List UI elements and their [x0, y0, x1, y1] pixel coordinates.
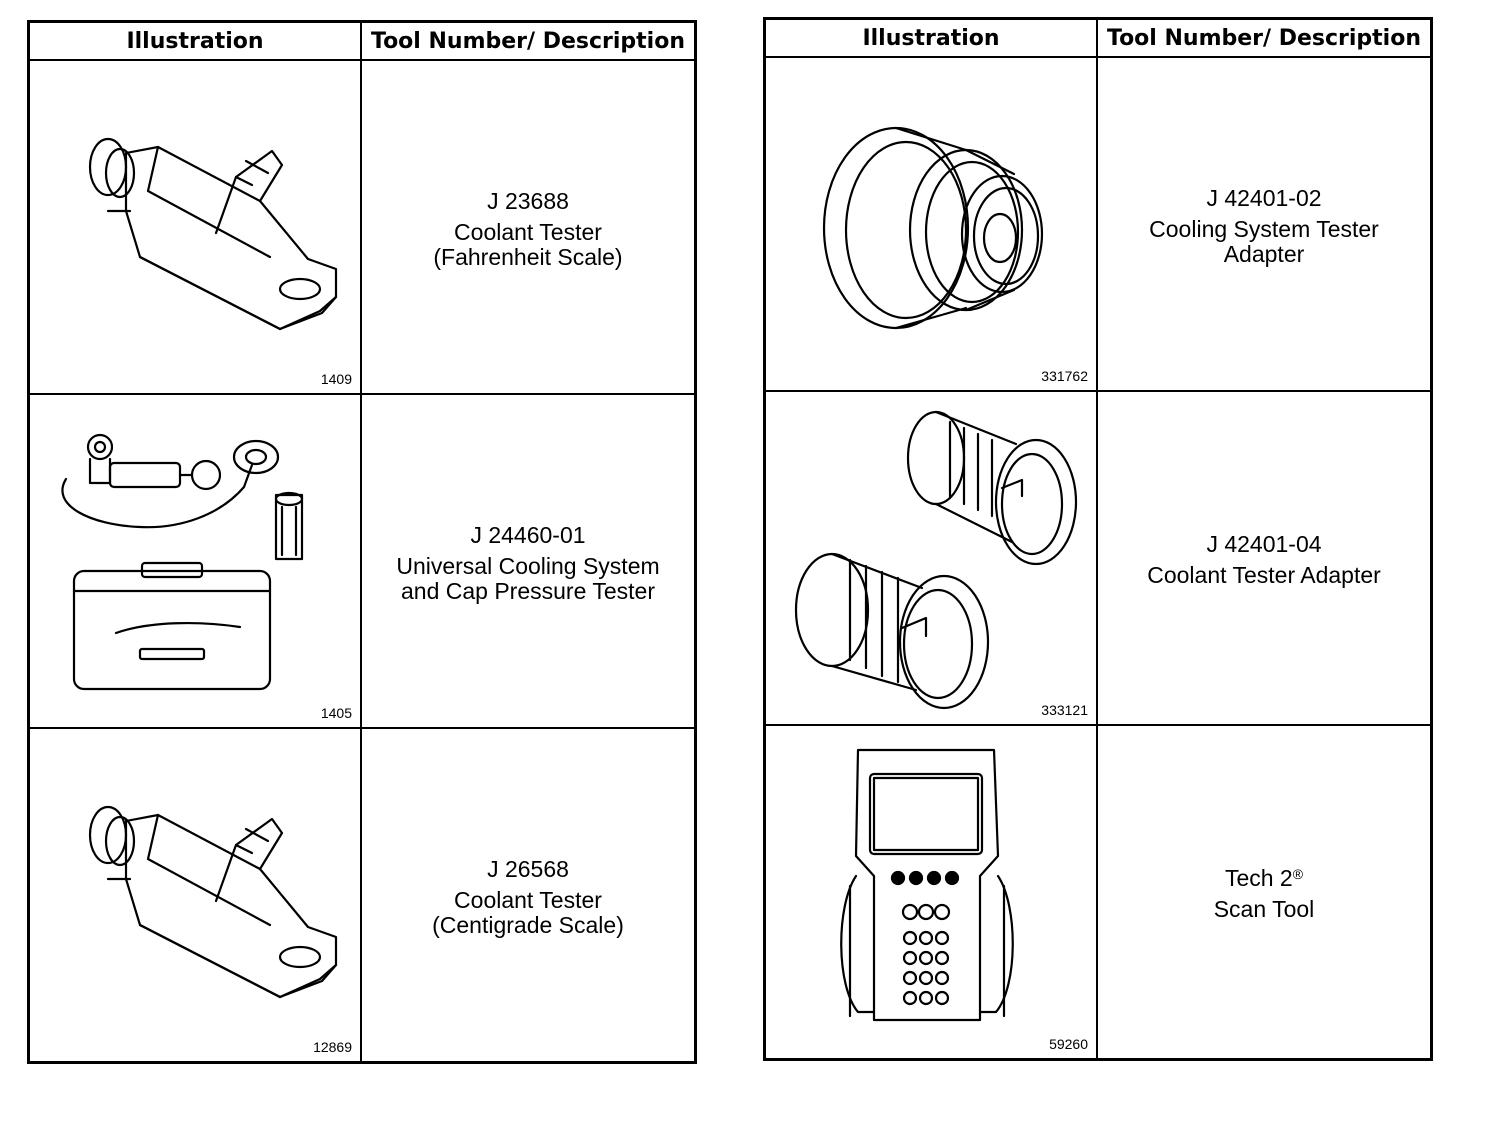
description-cell: Tech 2® Scan Tool: [1096, 724, 1433, 1061]
table-row: 333121 J 42401-04 Coolant Tester Adapter: [763, 390, 1433, 726]
description-cell: J 42401-04 Coolant Tester Adapter: [1096, 390, 1433, 726]
tool-description: Coolant Tester Adapter: [1147, 562, 1381, 588]
tool-number: J 26568: [487, 855, 569, 882]
illustration-cell: 1409: [27, 59, 362, 395]
tool-description: Coolant Tester (Centigrade Scale): [432, 886, 624, 938]
illustration-cell: 59260: [763, 724, 1098, 1061]
header-tool-description: Tool Number/ Description: [1096, 17, 1433, 58]
table-row: 331762 J 42401-02 Cooling System Tester …: [763, 56, 1433, 392]
tool-description: Universal Cooling System and Cap Pressur…: [396, 552, 660, 604]
description-cell: J 24460-01 Universal Cooling System and …: [360, 393, 697, 729]
table-row: 12869 J 26568 Coolant Tester (Centigrade…: [27, 727, 697, 1064]
tool-table-left: Illustration Tool Number/ Description: [27, 20, 697, 1064]
table-row: 1409 J 23688 Coolant Tester (Fahrenheit …: [27, 59, 697, 395]
registered-mark: ®: [1292, 866, 1304, 882]
illustration-cell: 333121: [763, 390, 1098, 726]
illustration-cell: 1405: [27, 393, 362, 729]
tester-adapter-icon: [822, 126, 1044, 330]
figure-number: 12869: [313, 1039, 352, 1055]
tool-description: Cooling System Tester Adapter: [1149, 215, 1379, 267]
refractometer-icon: [88, 137, 338, 331]
figure-number: 1409: [320, 371, 352, 387]
table-row: 59260 Tech 2® Scan Tool: [763, 724, 1433, 1061]
coolant-adapter-pair-icon: [794, 410, 1078, 710]
illustration-cell: 331762: [763, 56, 1098, 392]
description-cell: J 23688 Coolant Tester (Fahrenheit Scale…: [360, 59, 697, 395]
header-illustration: Illustration: [763, 17, 1098, 58]
description-cell: J 42401-02 Cooling System Tester Adapter: [1096, 56, 1433, 392]
pressure-tester-kit-icon: [61, 433, 304, 691]
figure-number: 333121: [1041, 702, 1088, 718]
description-cell: J 26568 Coolant Tester (Centigrade Scale…: [360, 727, 697, 1064]
tool-name-text: Tech 2: [1224, 865, 1293, 891]
tool-number: J 42401-02: [1206, 184, 1322, 211]
tool-number: J 24460-01: [470, 521, 586, 548]
header-illustration: Illustration: [27, 20, 362, 61]
figure-number: 1405: [320, 705, 352, 721]
figure-number: 331762: [1041, 368, 1088, 384]
illustration-cell: 12869: [27, 727, 362, 1064]
tool-description: Coolant Tester (Fahrenheit Scale): [433, 218, 623, 270]
tool-name: Tech 2®: [1225, 862, 1303, 895]
header-tool-description: Tool Number/ Description: [360, 20, 697, 61]
scan-tool-icon: [840, 748, 1014, 1022]
tool-number: J 23688: [487, 187, 569, 214]
tool-number: J 42401-04: [1206, 531, 1322, 557]
refractometer-icon: [88, 805, 338, 999]
figure-number: 59260: [1049, 1036, 1088, 1052]
tool-description: Scan Tool: [1213, 896, 1315, 922]
tool-table-right: Illustration Tool Number/ Description: [763, 17, 1433, 1061]
table-row: 1405 J 24460-01 Universal Cooling System…: [27, 393, 697, 729]
